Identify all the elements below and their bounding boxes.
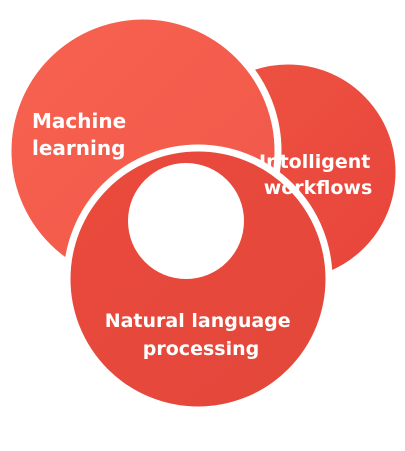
machine-learning-label: Machine learning: [32, 109, 133, 160]
machine-learning-line-1: Machine: [32, 109, 126, 133]
machine-learning-line-2: learning: [32, 136, 125, 160]
intelligent-workflows-label: Intolligent workflows: [259, 151, 377, 199]
natural-language-processing-line-1: Natural language: [105, 310, 291, 332]
center-hole: [128, 163, 244, 279]
intelligent-workflows-line-1: Intolligent: [259, 151, 370, 173]
intelligent-workflows-line-2: workflows: [264, 177, 373, 199]
natural-language-processing-label: Natural language processing: [105, 310, 298, 360]
natural-language-processing-line-2: processing: [143, 338, 259, 360]
